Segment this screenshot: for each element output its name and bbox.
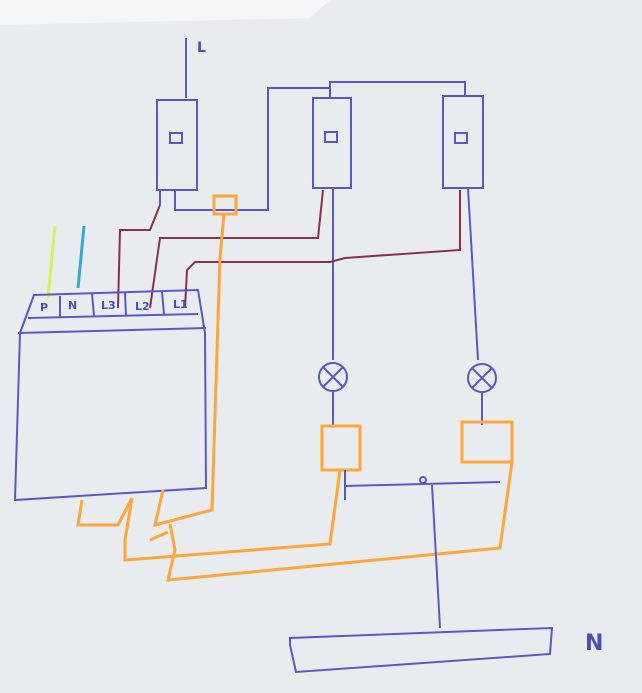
- breaker-right: [442, 95, 484, 189]
- terminal-label-l1: L1: [173, 298, 188, 311]
- control-wiring: [76, 213, 514, 582]
- terminal-label-l2: L2: [135, 300, 150, 313]
- neutral-label: N: [585, 631, 603, 656]
- terminal-label-n: N: [68, 299, 77, 312]
- paper-top-edge: [0, 0, 330, 25]
- cyan-neutral-wire: [76, 225, 86, 289]
- controller-box: [13, 288, 208, 502]
- terminal-label-l3: L3: [101, 299, 116, 312]
- yellow-ground-wire: [46, 225, 57, 299]
- lamp-left: [318, 362, 348, 425]
- neutral-wiring: [289, 470, 554, 674]
- terminal-label-p: P: [40, 301, 48, 314]
- lamp-right: [467, 363, 497, 425]
- junction-block-top: [212, 194, 238, 216]
- top-line-label: L: [197, 40, 206, 56]
- load-wiring: [117, 189, 461, 309]
- breaker-bus-wiring: [159, 81, 479, 361]
- breaker-left: [156, 99, 198, 191]
- lamp-switch-right: [460, 420, 514, 464]
- lamp-switch-left: [320, 424, 362, 472]
